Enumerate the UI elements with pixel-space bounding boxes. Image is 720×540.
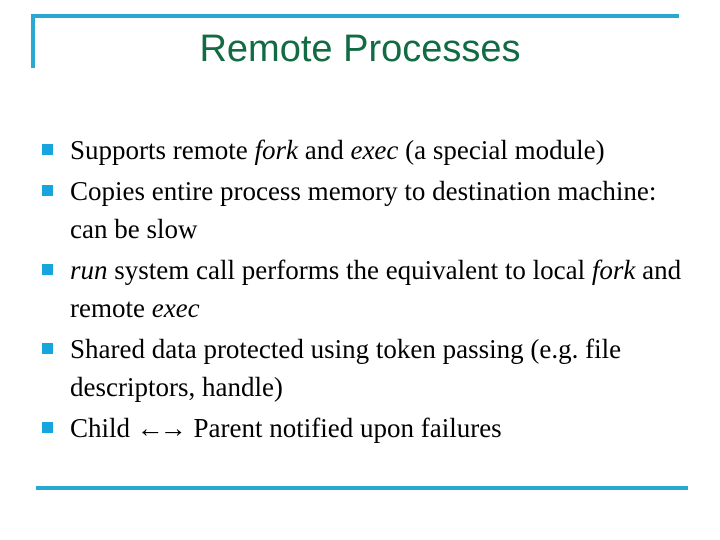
list-item: Supports remote fork and exec (a special… <box>42 131 682 169</box>
bullet-list: Supports remote fork and exec (a special… <box>42 131 682 450</box>
emphasis-term: run <box>70 255 108 285</box>
text-run: Parent notified upon failures <box>186 413 502 443</box>
emphasis-term: exec <box>350 135 399 165</box>
top-accent-rule <box>31 14 679 18</box>
list-item-text: Copies entire process memory to destinat… <box>70 172 682 248</box>
text-run: Copies entire process memory to destinat… <box>70 176 657 244</box>
square-bullet-icon <box>42 185 53 196</box>
list-item-text: Child ←→ Parent notified upon failures <box>70 409 682 447</box>
left-accent-rule <box>31 14 35 68</box>
list-item-text: Shared data protected using token passin… <box>70 330 682 406</box>
bidirectional-arrow-icon: ←→ <box>136 413 187 443</box>
emphasis-term: fork <box>254 135 298 165</box>
list-item: run system call performs the equivalent … <box>42 251 682 327</box>
list-item-text: run system call performs the equivalent … <box>70 251 682 327</box>
emphasis-term: exec <box>151 293 200 323</box>
list-item: Shared data protected using token passin… <box>42 330 682 406</box>
square-bullet-icon <box>42 144 53 155</box>
square-bullet-icon <box>42 264 53 275</box>
list-item: Child ←→ Parent notified upon failures <box>42 409 682 447</box>
slide-title: Remote Processes <box>199 28 521 70</box>
list-item: Copies entire process memory to destinat… <box>42 172 682 248</box>
square-bullet-icon <box>42 422 53 433</box>
square-bullet-icon <box>42 343 53 354</box>
text-run: Supports remote <box>70 135 255 165</box>
text-run: Child <box>70 413 137 443</box>
text-run: (a special module) <box>398 135 605 165</box>
text-run: Shared data protected using token passin… <box>70 334 622 402</box>
list-item-text: Supports remote fork and exec (a special… <box>70 131 682 169</box>
emphasis-term: fork <box>591 255 636 285</box>
text-run: and remote <box>70 255 682 323</box>
text-run: system call performs the equivalent to l… <box>107 255 592 285</box>
text-run: and <box>297 135 351 165</box>
bottom-accent-rule <box>36 486 688 490</box>
